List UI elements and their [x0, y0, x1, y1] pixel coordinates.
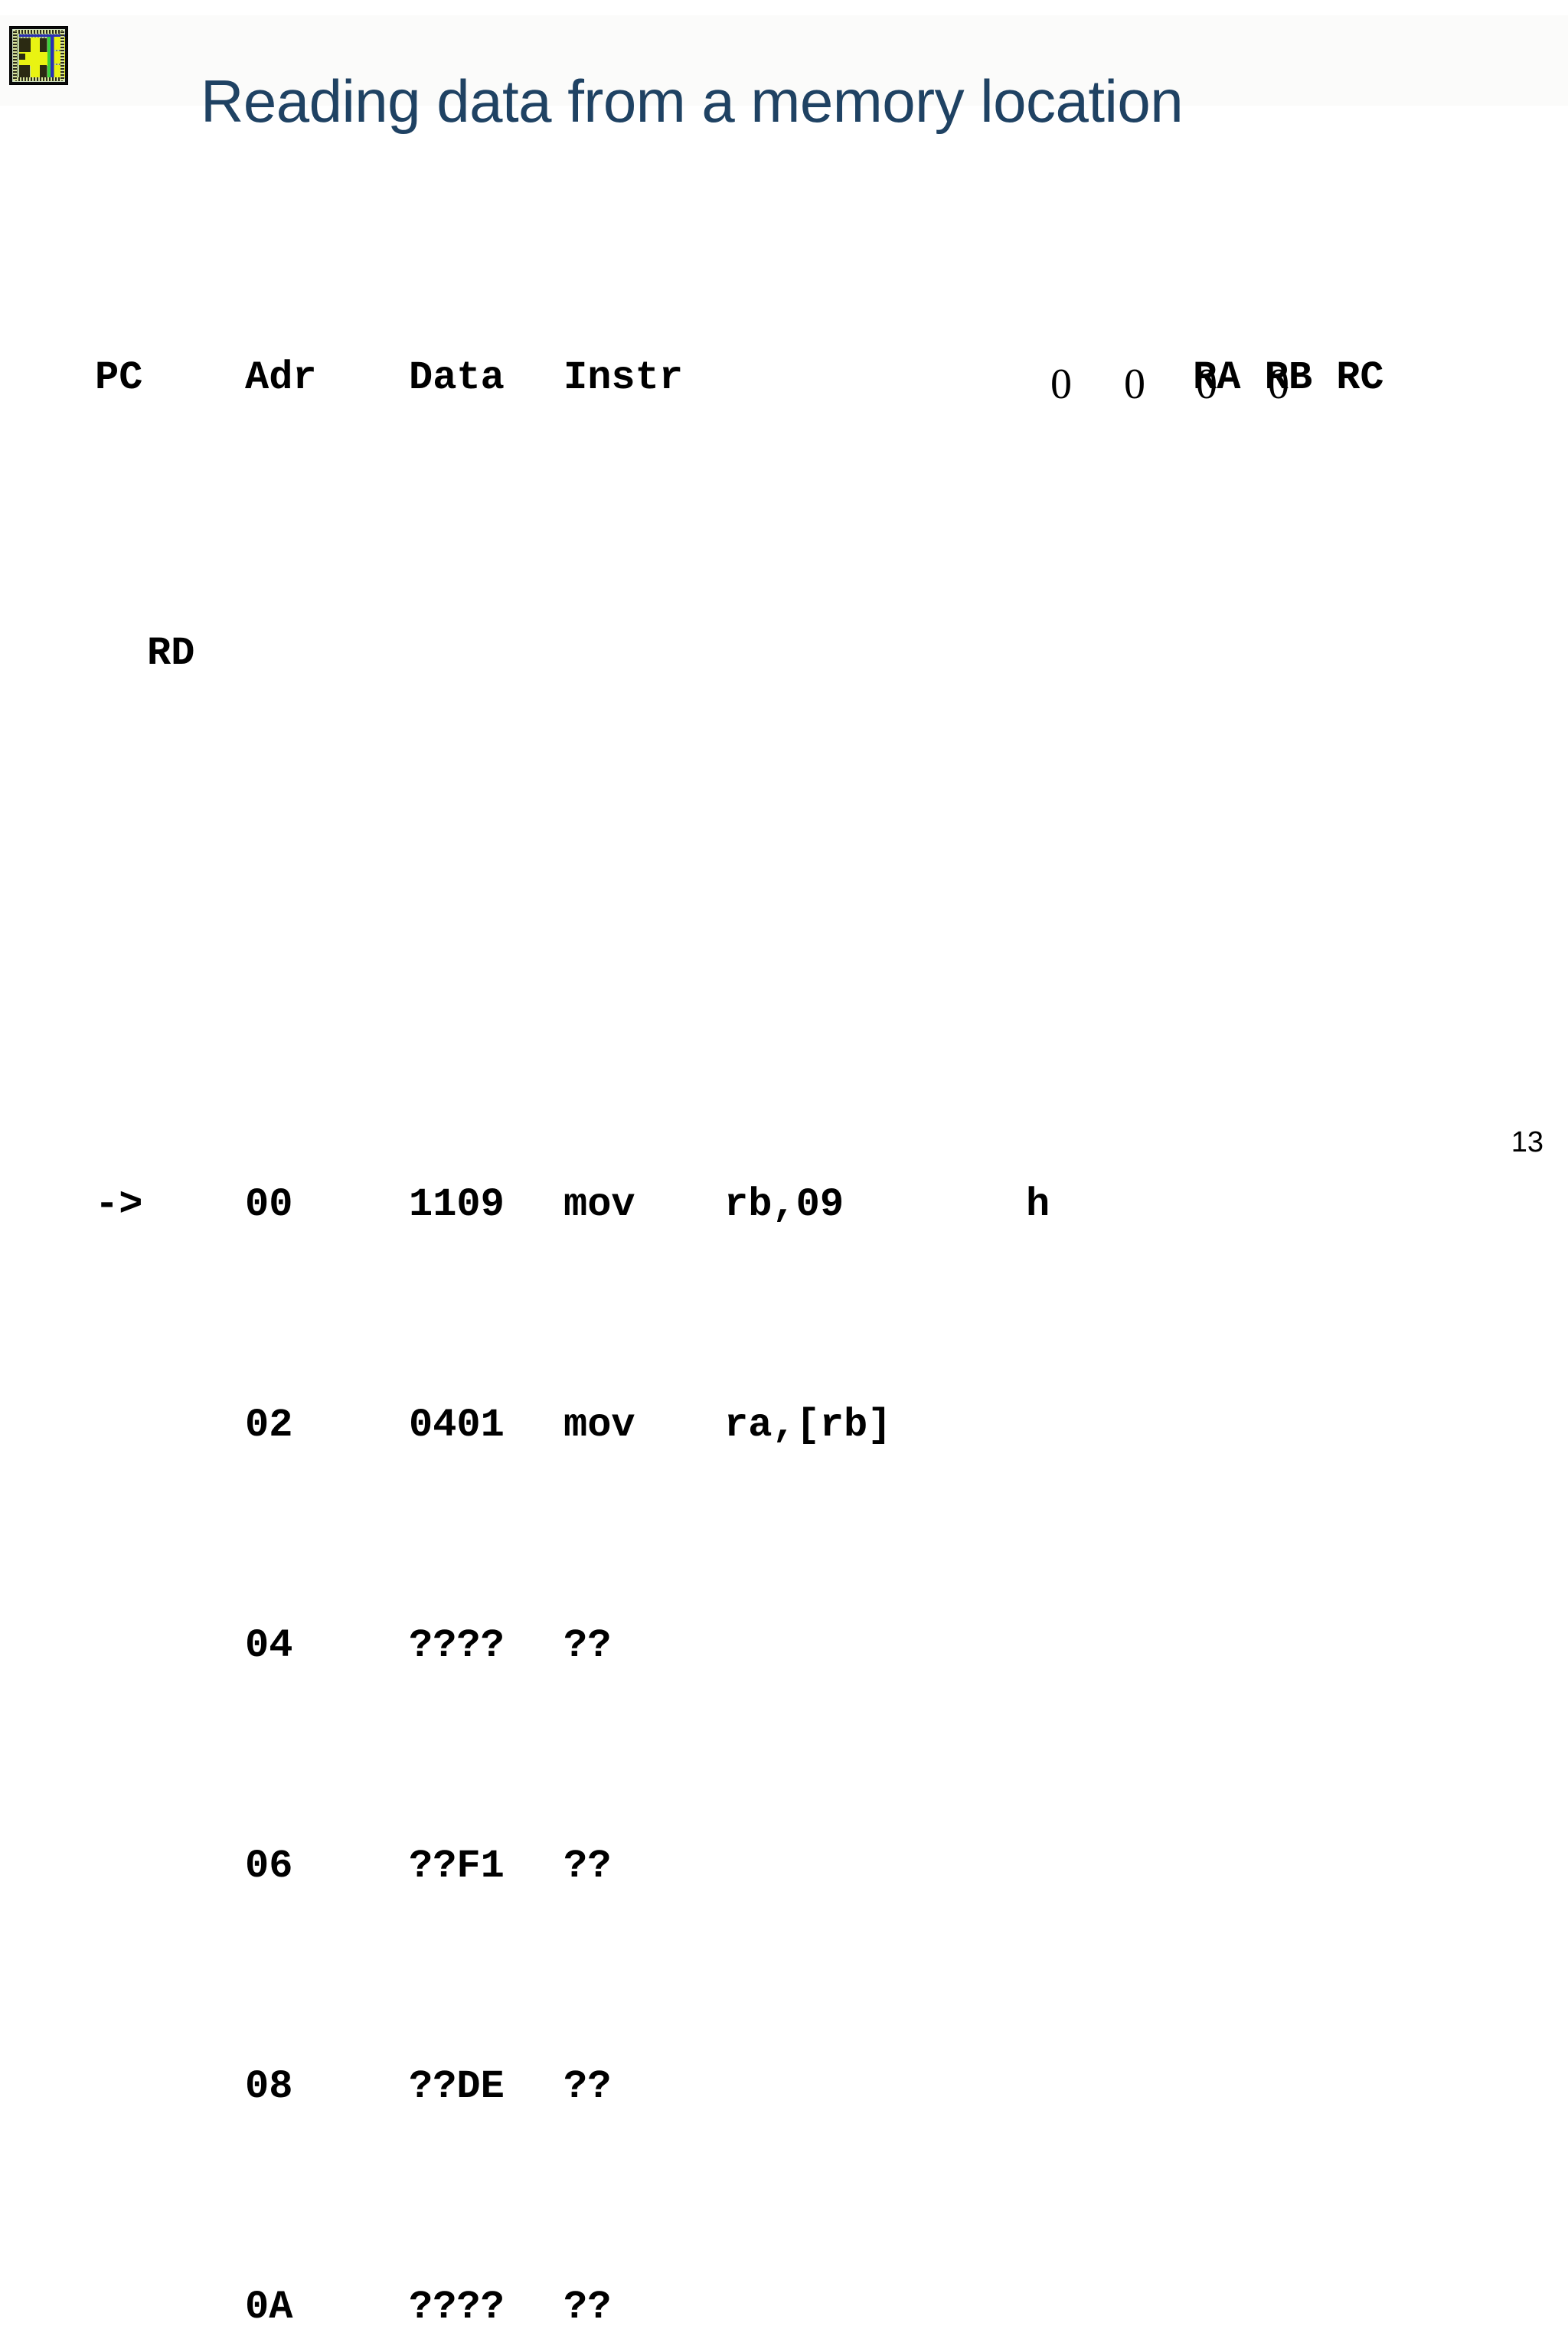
register-values-row: 0 0 0 0	[0, 360, 1568, 415]
row-mnemonic: ??	[564, 2285, 612, 2330]
register-value-rc: 0	[1196, 361, 1217, 408]
table-row: 04 ???? ??	[0, 1619, 1568, 1674]
row-operands: rb,09	[724, 1182, 844, 1227]
register-value-rd: 0	[1268, 361, 1289, 408]
table-row: 08 ??DE ??	[0, 2060, 1568, 2115]
row-data: ????	[409, 1623, 505, 1668]
row-data: ??F1	[409, 1844, 505, 1889]
page-title: Reading data from a memory location	[201, 67, 1184, 136]
slide-canvas: Reading data from a memory location 0 0 …	[0, 15, 1568, 2330]
column-header-data: Data	[409, 355, 505, 400]
cpu-die-logo-icon	[9, 26, 68, 85]
row-address: 02	[245, 1403, 293, 1448]
row-mnemonic: ??	[564, 1623, 612, 1668]
row-mnemonic: ??	[564, 1844, 612, 1889]
memory-listing: PC Adr Data Instr RA RB RC RD -> 00 1109…	[0, 130, 1568, 2352]
register-value-ra: 0	[1050, 361, 1072, 408]
page-number: 13	[1511, 1126, 1544, 1158]
row-operands: ra,[rb]	[724, 1403, 892, 1448]
row-data: 1109	[409, 1182, 505, 1227]
row-data: ??DE	[409, 2064, 505, 2109]
listing-header-row: PC Adr Data Instr RA RB RC	[0, 351, 1568, 406]
column-header-adr: Adr	[245, 355, 317, 400]
row-pointer: ->	[95, 1182, 143, 1227]
title-band	[0, 15, 1568, 106]
column-header-registers: RA RB RC	[1193, 355, 1384, 400]
row-suffix: h	[1026, 1182, 1050, 1227]
register-value-rb: 0	[1124, 361, 1145, 408]
table-row: -> 00 1109 mov rb,09 h	[0, 1178, 1568, 1233]
row-mnemonic: ??	[564, 2064, 612, 2109]
column-header-pc: PC	[95, 355, 143, 400]
row-mnemonic: mov	[564, 1403, 635, 1448]
row-data: ????	[409, 2285, 505, 2330]
row-address: 04	[245, 1623, 293, 1668]
row-data: 0401	[409, 1403, 505, 1448]
listing-header-row-2: RD	[0, 626, 1568, 681]
row-address: 08	[245, 2064, 293, 2109]
row-address: 06	[245, 1844, 293, 1889]
table-row: 06 ??F1 ??	[0, 1839, 1568, 1894]
row-address: 00	[245, 1182, 293, 1227]
cpu-die-artwork	[12, 29, 65, 82]
row-address: 0A	[245, 2285, 293, 2330]
table-row: 0A ???? ??	[0, 2280, 1568, 2335]
listing-spacer-row	[0, 902, 1568, 957]
table-row: 02 0401 mov ra,[rb]	[0, 1398, 1568, 1453]
row-mnemonic: mov	[564, 1182, 635, 1227]
column-header-rd: RD	[147, 631, 195, 676]
column-header-instr: Instr	[564, 355, 684, 400]
